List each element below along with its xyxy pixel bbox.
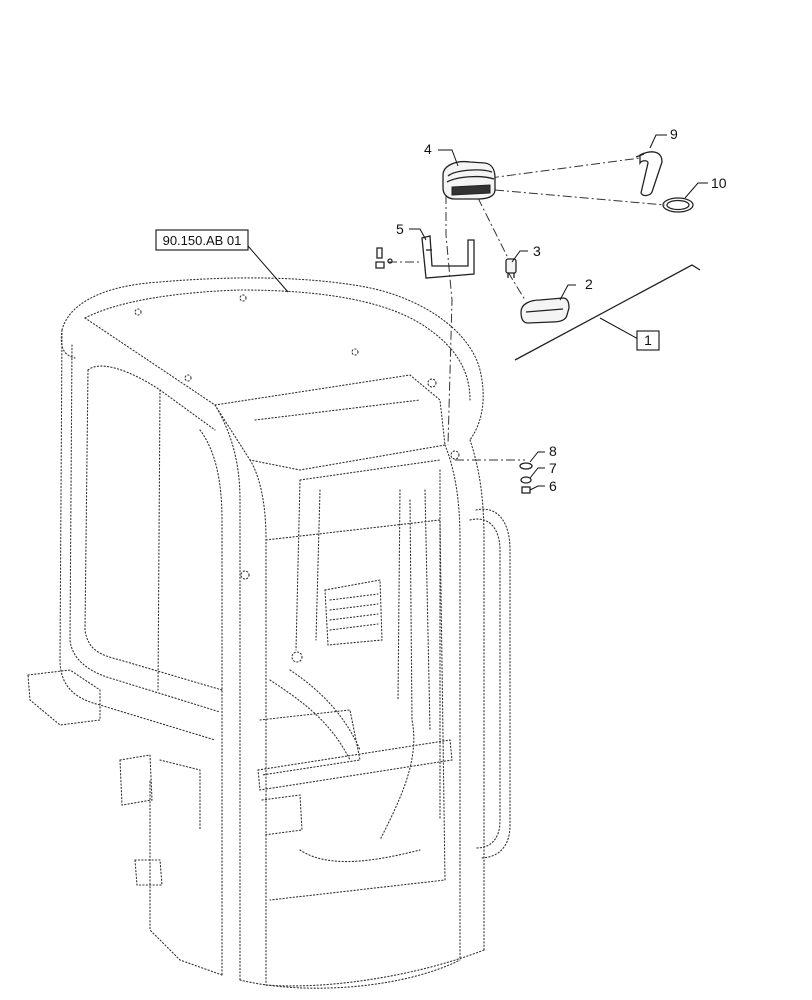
group-bracket [514,264,701,361]
group-label: 1 [644,332,652,348]
cab-assembly [27,277,511,989]
part-hose [635,151,663,197]
group-box: 1 [636,330,660,351]
reference-box: 90.150.AB 01 [155,229,249,251]
part-lamp-housing [442,160,496,200]
part-lens [520,297,570,324]
callout-4: 4 [424,141,432,157]
callout-9: 9 [670,126,678,142]
callout-7: 7 [549,460,557,476]
callouts: 2 3 4 5 6 7 8 9 10 [396,126,727,494]
callout-2: 2 [585,276,593,292]
part-ring [662,197,694,213]
part-bulb [505,258,517,278]
callout-10: 10 [711,175,727,191]
callout-8: 8 [549,443,557,459]
part-bracket [421,235,475,279]
part-screws [375,247,393,269]
callout-3: 3 [533,243,541,259]
callout-5: 5 [396,221,404,237]
leader-lines [247,134,708,491]
callout-6: 6 [549,478,557,494]
reference-label: 90.150.AB 01 [163,233,242,248]
assembly-lines [388,157,666,461]
